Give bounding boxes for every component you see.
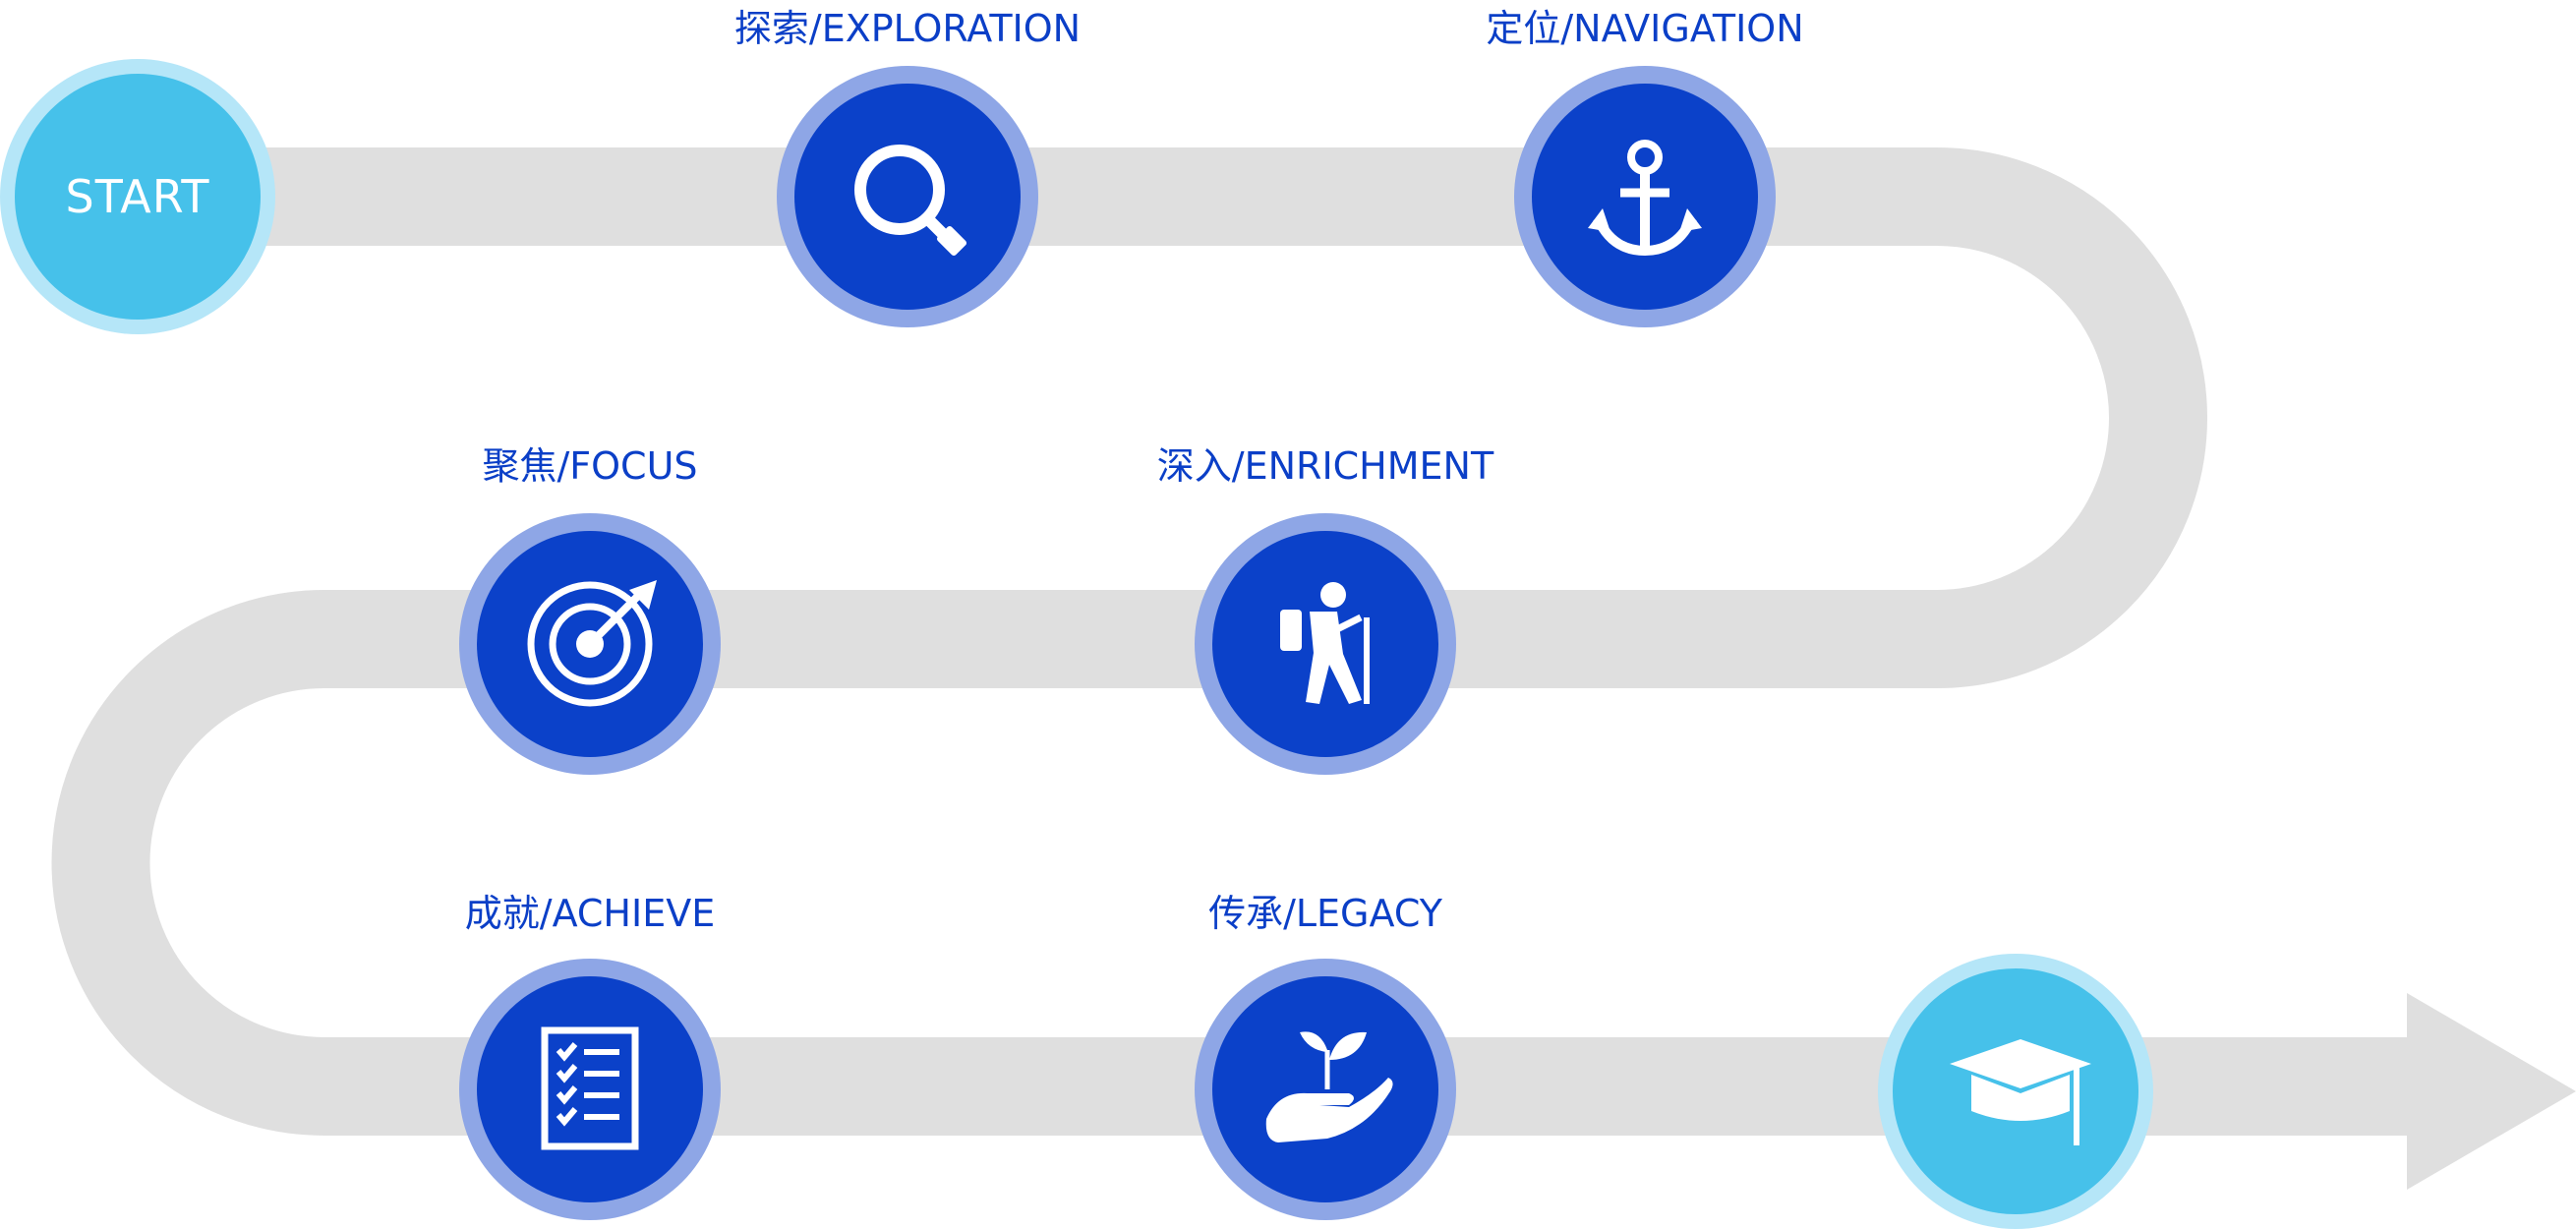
search-icon [854, 145, 967, 257]
step-label-navigation: 定位/NAVIGATION [1486, 7, 1804, 50]
target-icon [527, 580, 657, 707]
step-label-focus: 聚焦/FOCUS [482, 444, 698, 488]
road-track [51, 147, 2419, 1136]
step-label-enrichment: 深入/ENRICHMENT [1156, 444, 1494, 488]
checklist-icon [541, 1026, 639, 1150]
graduation-cap-icon [1950, 1039, 2091, 1145]
step-label-exploration: 探索/EXPLORATION [733, 7, 1082, 50]
finish-node [1878, 954, 2153, 1229]
step-label-achieve: 成就/ACHIEVE [464, 892, 716, 935]
step-node-exploration [777, 66, 1038, 327]
step-node-enrichment [1195, 513, 1456, 775]
anchor-icon [1588, 140, 1702, 257]
road-arrowhead [2407, 993, 2576, 1190]
hiker-icon [1280, 582, 1370, 704]
step-label-legacy: 传承/LEGACY [1208, 892, 1442, 935]
start-label: START [65, 170, 210, 223]
step-node-achieve [459, 959, 721, 1220]
start-node [0, 59, 275, 334]
step-node-navigation [1514, 66, 1776, 327]
plant-hand-icon [1265, 1031, 1393, 1142]
step-node-focus [459, 513, 721, 775]
step-node-legacy [1195, 959, 1456, 1220]
